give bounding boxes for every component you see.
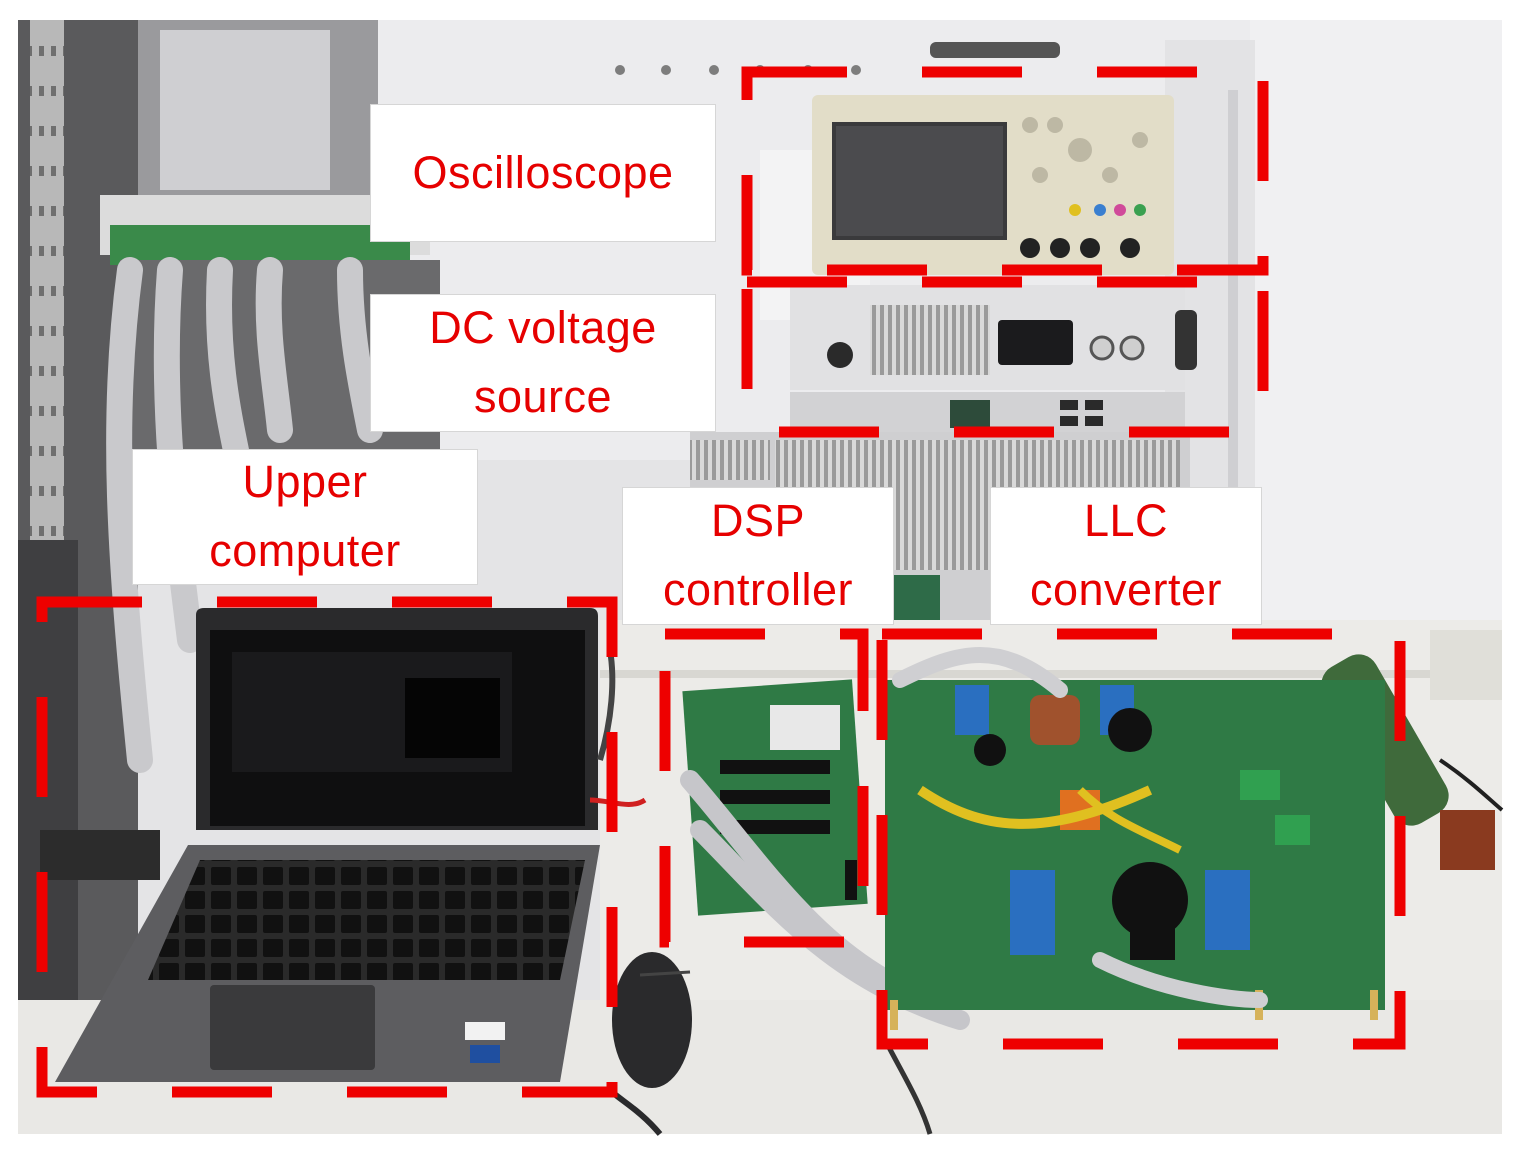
oscilloscope-device [812,42,1174,275]
upper-computer-label-line-2: computer [209,525,401,576]
dc-source-device [790,285,1197,432]
oscilloscope-label: Oscilloscope [370,104,716,242]
laptop [55,608,600,1082]
upper-computer-label: Upper computer [132,449,478,585]
dc-voltage-source-label-line-1: DC voltage [429,302,657,354]
dsp-controller-box [659,628,869,948]
dsp-controller-label-line-1: DSP [710,495,806,547]
dc-voltage-source-label: DC voltage source [370,294,716,432]
dc-source-box [741,276,1269,438]
dashed-boxes [36,66,1406,1098]
oscilloscope-label-line-1: Oscilloscope [412,146,674,198]
dsp-controller-label: DSP controller [622,487,894,625]
llc-converter-label-line-1: LLC [1083,495,1169,547]
upper-computer-label-line-1: Upper [242,456,368,508]
llc-converter-label-line-2: converter [1029,564,1223,615]
dsp-controller-label-line-2: controller [662,564,854,615]
llc-board [885,647,1385,1030]
mouse [612,952,692,1088]
dc-voltage-source-label-line-2: source [473,371,613,422]
left-rack [18,20,440,1020]
llc-converter-label: LLC converter [990,487,1262,625]
llc-converter-box [876,628,1406,1050]
oscilloscope-box [741,66,1269,276]
